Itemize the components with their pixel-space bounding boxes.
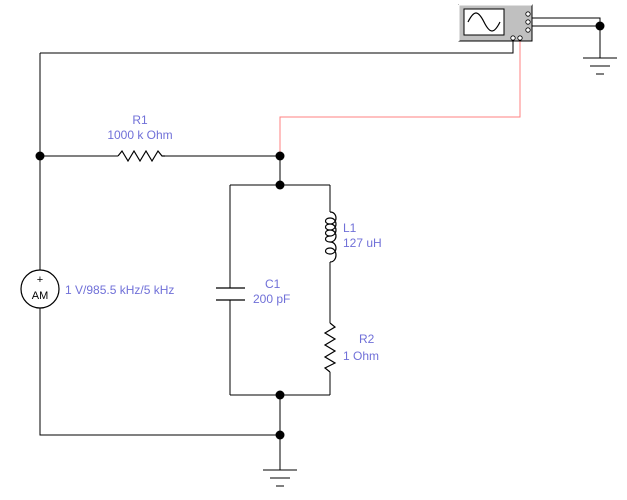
r2-name-label: R2 xyxy=(359,332,375,346)
r1-name-label: R1 xyxy=(132,113,148,127)
wires xyxy=(39,17,601,470)
r1-value-label: 1000 k Ohm xyxy=(107,128,172,142)
l1-name-label: L1 xyxy=(343,221,357,235)
source-type-label: AM xyxy=(32,290,49,302)
source-polarity: + xyxy=(37,274,43,286)
r2-value-label: 1 Ohm xyxy=(343,349,379,363)
c1-value-label: 200 pF xyxy=(253,292,290,306)
l1-value-label: 127 uH xyxy=(343,236,382,250)
c1-name-label: C1 xyxy=(265,277,281,291)
resistor-r1-symbol[interactable] xyxy=(117,149,165,163)
inductor-l1-symbol[interactable] xyxy=(324,211,337,263)
oscilloscope-icon[interactable] xyxy=(458,4,533,42)
ground-icon xyxy=(583,57,617,75)
source-value-label: 1 V/985.5 kHz/5 kHz xyxy=(65,283,174,297)
am-source-symbol[interactable]: + AM xyxy=(20,269,60,309)
probe-wire xyxy=(279,41,521,156)
junction-dots xyxy=(35,21,605,440)
capacitor-c1-symbol[interactable] xyxy=(216,287,245,301)
ground-icon xyxy=(263,469,297,487)
resistor-r2-symbol[interactable] xyxy=(323,322,337,373)
